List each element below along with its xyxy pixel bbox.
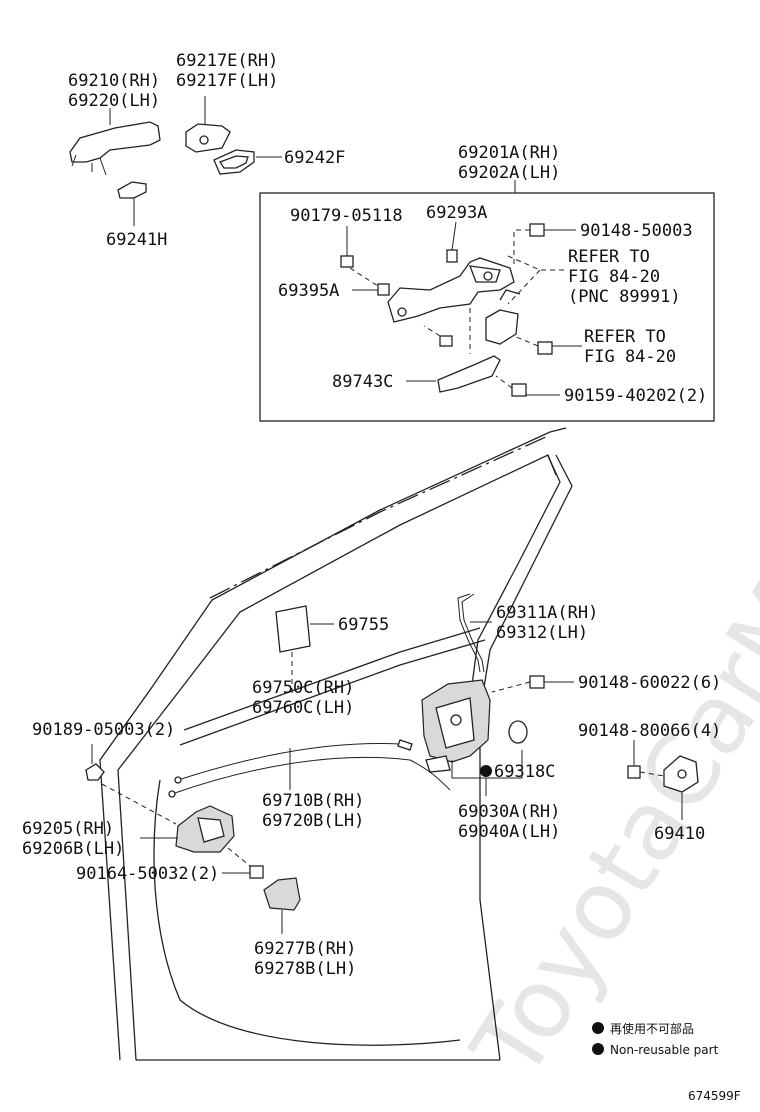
label-69710b: 69710B(RH)	[262, 791, 364, 811]
label-69312: 69312(LH)	[496, 623, 588, 643]
label-69030a: 69030A(RH)	[458, 802, 560, 822]
label-refer1-a: REFER TO	[568, 247, 650, 267]
lock-bracket	[406, 355, 501, 393]
label-90189: 90189-05003(2)	[32, 720, 175, 740]
label-90148-60022: 90148-60022(6)	[578, 673, 721, 693]
label-69217f: 69217F(LH)	[176, 71, 278, 91]
legend-line-2: Non-reusable part	[610, 1043, 719, 1057]
label-90148-80066: 90148-80066(4)	[578, 721, 721, 741]
inside-handle	[140, 805, 251, 867]
label-69750c: 69750C(RH)	[252, 678, 354, 698]
label-69720b: 69720B(LH)	[262, 811, 364, 831]
grommet-69318c	[480, 720, 528, 777]
figure-id: 674599F	[688, 1089, 741, 1103]
label-69210: 69210(RH)	[68, 71, 160, 91]
label-69220: 69220(LH)	[68, 91, 160, 111]
handle-gasket	[117, 181, 147, 226]
bolt-lower	[423, 325, 453, 347]
label-69217e: 69217E(RH)	[176, 51, 278, 71]
label-refer2-b: FIG 84-20	[584, 347, 676, 367]
legend-bullet-2	[592, 1043, 604, 1055]
lock-assembly-box	[259, 192, 715, 422]
door-lock	[421, 679, 523, 796]
label-69293a: 69293A	[426, 203, 487, 223]
label-69241h: 69241H	[106, 230, 167, 250]
label-69395a: 69395A	[278, 281, 339, 301]
lock-assembly	[387, 257, 521, 345]
bolt-90148-60022	[491, 675, 574, 693]
label-69205: 69205(RH)	[22, 819, 114, 839]
legend-bullet-1	[592, 1022, 604, 1034]
label-69242f: 69242F	[284, 148, 345, 168]
label-69206b: 69206B(LH)	[22, 839, 124, 859]
label-69277b: 69277B(RH)	[254, 939, 356, 959]
legend-line-1: 再使用不可部品	[610, 1021, 694, 1036]
cables	[168, 739, 451, 798]
labels: 69217E(RH) 69217F(LH) 69210(RH) 69220(LH…	[22, 51, 721, 979]
lock-rod	[457, 593, 492, 673]
label-refer1-c: (PNC 89991)	[568, 287, 681, 307]
handle-cap	[185, 96, 231, 153]
label-refer2-a: REFER TO	[584, 327, 666, 347]
label-69202a: 69202A(LH)	[458, 163, 560, 183]
label-69755: 69755	[338, 615, 389, 635]
door-outline	[99, 427, 573, 1061]
striker	[627, 740, 699, 820]
label-69318c: 69318C	[494, 762, 555, 782]
label-89743c: 89743C	[332, 372, 393, 392]
label-90159: 90159-40202(2)	[564, 386, 707, 406]
label-69040a: 69040A(LH)	[458, 822, 560, 842]
label-69278b: 69278B(LH)	[254, 959, 356, 979]
clip-90189	[85, 744, 177, 825]
bolt-90148-50003	[513, 223, 576, 268]
label-90164: 90164-50032(2)	[76, 864, 219, 884]
label-69201a: 69201A(RH)	[458, 143, 560, 163]
clip-69395a	[352, 283, 390, 296]
clip-69293a	[446, 221, 458, 263]
bolt-refer2	[513, 335, 582, 355]
pad-69755	[275, 605, 334, 695]
watermark-text: ToyotaCarMine.ru	[450, 327, 760, 1098]
handle-pad	[213, 149, 282, 175]
outside-handle	[69, 108, 161, 176]
handle-cover	[263, 877, 301, 934]
bolt-90159	[495, 375, 560, 397]
label-69760c: 69760C(LH)	[252, 698, 354, 718]
label-90179: 90179-05118	[290, 206, 403, 226]
label-90148-50003: 90148-50003	[580, 221, 693, 241]
bolt-90164	[222, 865, 264, 879]
label-69410: 69410	[654, 824, 705, 844]
legend: 再使用不可部品 Non-reusable part	[592, 1021, 719, 1057]
bolt-90179	[340, 226, 385, 291]
label-69311a: 69311A(RH)	[496, 603, 598, 623]
label-refer1-b: FIG 84-20	[568, 267, 660, 287]
